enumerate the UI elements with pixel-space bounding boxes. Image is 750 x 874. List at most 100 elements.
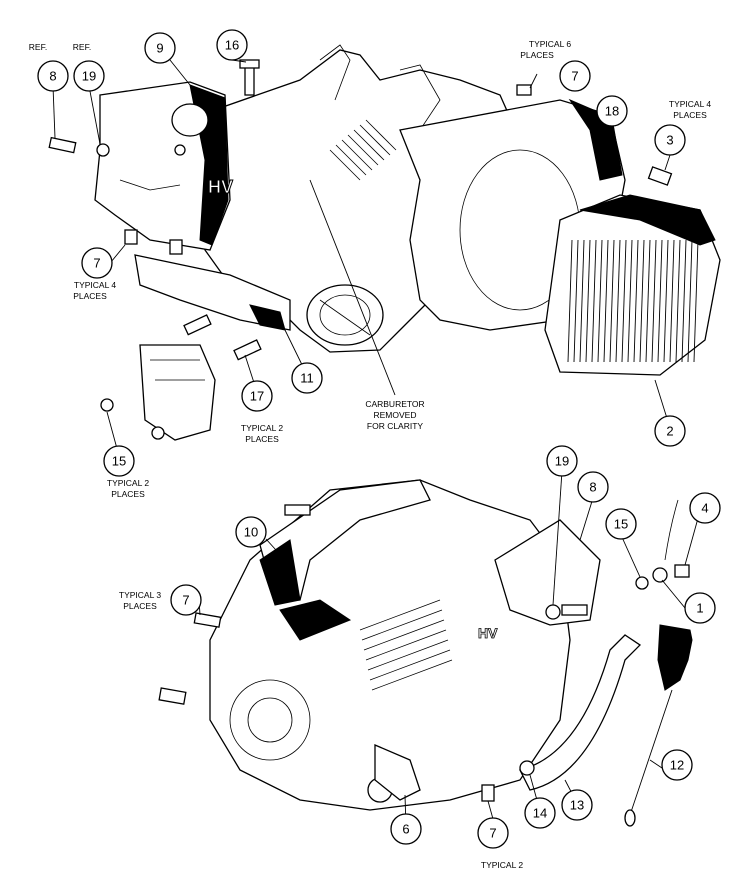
- grille-slat: [645, 239, 651, 363]
- svg-text:10: 10: [244, 525, 258, 540]
- callout-7-left: 7: [81, 247, 113, 279]
- typical-2-places-mid-line1: TYPICAL 2: [241, 423, 283, 433]
- grille-slat: [573, 239, 579, 363]
- grille-slat: [687, 239, 693, 363]
- svg-text:7: 7: [489, 826, 496, 841]
- top-engine-assembly: [48, 44, 721, 441]
- svg-text:12: 12: [670, 758, 684, 773]
- grille-slat: [675, 239, 681, 363]
- typical-2-places-left-line2: PLACES: [111, 489, 145, 499]
- grille-slat: [657, 239, 663, 363]
- typical-6-places-line1: TYPICAL 6: [529, 39, 571, 49]
- grille-slat: [693, 239, 699, 363]
- oil-filter: [306, 284, 384, 346]
- svg-text:14: 14: [533, 806, 547, 821]
- annotation-notes: REF. REF. TYPICAL 6 PLACES TYPICAL 4 PLA…: [29, 39, 712, 870]
- callout-17: 17: [241, 380, 273, 412]
- grille-slat: [663, 239, 669, 363]
- cylinder-head-cover: [94, 81, 231, 251]
- grille-slat: [579, 239, 585, 363]
- svg-text:19: 19: [555, 454, 569, 469]
- lower-cylinder-fins: [359, 599, 453, 691]
- grille-slat: [621, 239, 627, 363]
- typical-3-places-line1: TYPICAL 3: [119, 590, 161, 600]
- typical-2-places-left-line1: TYPICAL 2: [107, 478, 149, 488]
- hv-mark-top: HV: [208, 177, 233, 197]
- grille-slat: [627, 239, 633, 363]
- grille-slat: [567, 239, 573, 363]
- cylinder-fins: [329, 119, 397, 181]
- fasteners-bottom: [158, 504, 690, 802]
- callout-19-bottom: 19: [546, 445, 578, 477]
- callout-7-mid: 7: [170, 584, 202, 616]
- callout-11: 11: [291, 362, 323, 394]
- typical-4-places-right-line1: TYPICAL 4: [669, 99, 711, 109]
- callout-7-top: 7: [559, 60, 591, 92]
- callout-16: 16: [216, 29, 248, 61]
- grille-slat: [591, 239, 597, 363]
- svg-text:7: 7: [182, 593, 189, 608]
- dipstick: [624, 624, 693, 827]
- bottom-engine-assembly: [158, 479, 693, 827]
- callout-15-top: 15: [103, 445, 135, 477]
- typical-4-places-right-line2: PLACES: [673, 110, 707, 120]
- svg-text:9: 9: [156, 41, 163, 56]
- hv-mark-bottom: HV: [478, 625, 498, 641]
- svg-text:19: 19: [82, 69, 96, 84]
- callout-4: 4: [689, 492, 721, 524]
- callout-3: 3: [654, 124, 686, 156]
- callout-2: 2: [654, 415, 686, 447]
- carburetor-note-line3: FOR CLARITY: [367, 421, 424, 431]
- typical-6-places-line2: PLACES: [520, 50, 554, 60]
- svg-text:1: 1: [696, 601, 703, 616]
- callout-19-ref: 19: [73, 60, 105, 92]
- svg-text:15: 15: [112, 454, 126, 469]
- svg-text:16: 16: [225, 38, 239, 53]
- typical-2-bottom: TYPICAL 2: [481, 860, 523, 870]
- ref-note-19: REF.: [73, 42, 91, 52]
- grille-slat: [633, 239, 639, 363]
- svg-text:7: 7: [93, 256, 100, 271]
- svg-text:8: 8: [49, 69, 56, 84]
- grille-slat: [597, 239, 603, 363]
- typical-4-places-left-line2: PLACES: [73, 291, 107, 301]
- grille-slat: [669, 239, 675, 363]
- callout-1: 1: [684, 592, 716, 624]
- callout-9: 9: [144, 32, 176, 64]
- svg-text:15: 15: [614, 517, 628, 532]
- ignition-module: [134, 254, 291, 441]
- grille-slat: [585, 239, 591, 363]
- fasteners-top: [48, 59, 673, 440]
- svg-text:3: 3: [666, 133, 673, 148]
- grille-slat: [681, 239, 687, 363]
- grille-slat: [609, 239, 615, 363]
- air-shroud: [259, 479, 431, 641]
- svg-text:2: 2: [666, 424, 673, 439]
- grille-slat: [639, 239, 645, 363]
- callout-8-bottom: 8: [577, 471, 609, 503]
- callout-10: 10: [235, 516, 267, 548]
- svg-text:6: 6: [402, 822, 409, 837]
- typical-4-places-left-line1: TYPICAL 4: [74, 280, 116, 290]
- air-intake-screen: [544, 194, 721, 376]
- carburetor-note-line2: REMOVED: [374, 410, 417, 420]
- callout-7-bottom: 7: [477, 817, 509, 849]
- svg-text:4: 4: [701, 501, 708, 516]
- grille-slat: [651, 239, 657, 363]
- svg-text:8: 8: [589, 480, 596, 495]
- callout-8-ref: 8: [37, 60, 69, 92]
- svg-text:11: 11: [300, 371, 314, 386]
- callout-18: 18: [596, 95, 628, 127]
- grille-slat: [615, 239, 621, 363]
- callout-6: 6: [390, 813, 422, 845]
- callout-13: 13: [561, 789, 593, 821]
- svg-text:17: 17: [250, 389, 264, 404]
- typical-3-places-line2: PLACES: [123, 601, 157, 611]
- callout-12: 12: [661, 749, 693, 781]
- callout-15-bottom: 15: [605, 508, 637, 540]
- typical-2-places-mid-line2: PLACES: [245, 434, 279, 444]
- callout-14: 14: [524, 797, 556, 829]
- svg-text:7: 7: [571, 69, 578, 84]
